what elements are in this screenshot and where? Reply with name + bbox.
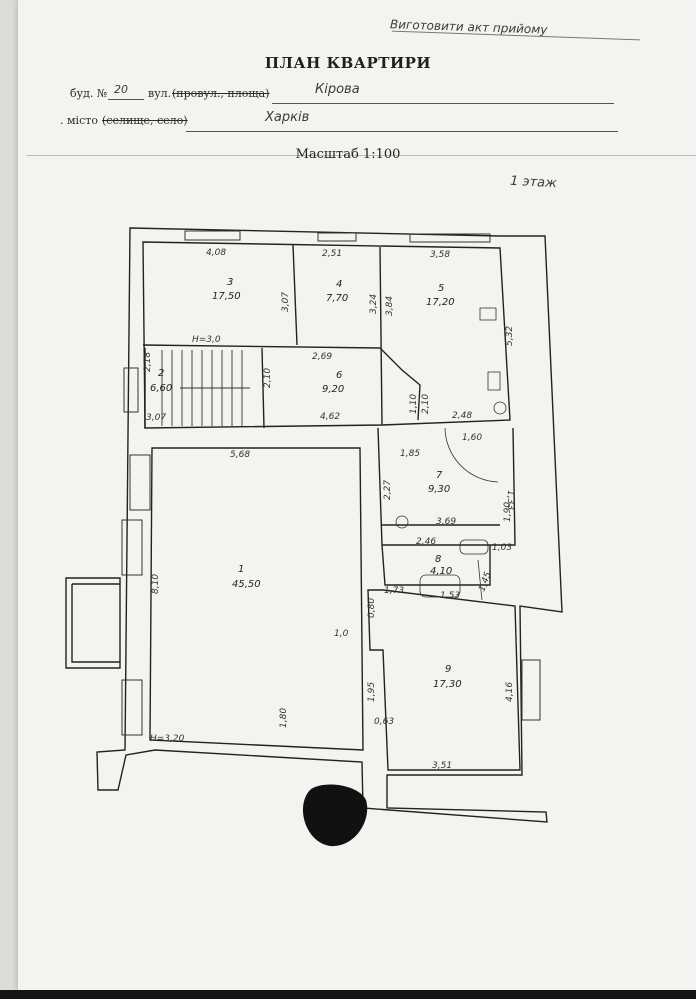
- dim-1-33: 1,33: [505, 490, 515, 510]
- room-8-number: 8: [435, 554, 441, 565]
- city-value: Харків: [265, 110, 310, 125]
- city-label: . місто: [60, 114, 98, 127]
- dim-4-08: 4,08: [206, 248, 226, 258]
- room-1-number: 1: [238, 564, 244, 575]
- bottom-dark-strip: [0, 990, 696, 999]
- dim-2-48: 2,48: [452, 411, 472, 421]
- dim-3-24: 3,24: [369, 294, 379, 314]
- dim-h-3-0: H=3,0: [192, 335, 221, 345]
- dim-1-45: 1,45: [477, 571, 493, 594]
- room-4-number: 4: [336, 279, 342, 290]
- header-separator: [26, 155, 696, 156]
- dim-1-90: 1,90: [503, 502, 513, 522]
- street-value: Кірова: [315, 82, 360, 97]
- bath-fixtures: [395, 307, 507, 601]
- dim-2-46: 2,46: [416, 537, 436, 547]
- room-2-area: 6,60: [150, 383, 172, 394]
- room-7-number: 7: [436, 470, 443, 481]
- plan-walls: [65, 227, 563, 823]
- room-7-area: 9,30: [428, 484, 450, 495]
- room-6-area: 9,20: [322, 384, 344, 395]
- dim-8-10: 8,10: [151, 574, 161, 594]
- dim-4-62: 4,62: [320, 412, 340, 422]
- dim-1-53: 1,53: [440, 591, 460, 601]
- dim-3-07-a: 3,07: [281, 292, 291, 312]
- room-5-number: 5: [438, 283, 444, 294]
- windows: [121, 230, 541, 736]
- street-underline: [272, 103, 614, 104]
- dim-3-51: 3,51: [432, 761, 452, 771]
- redaction-blot: [302, 784, 368, 847]
- dim-3-69: 3,69: [436, 517, 456, 527]
- dim-3-84: 3,84: [385, 296, 395, 316]
- dim-5-68: 5,68: [230, 450, 250, 460]
- dim-0-63: 0,63: [374, 717, 394, 727]
- dim-3-58: 3,58: [430, 250, 450, 260]
- room-1-area: 45,50: [232, 579, 261, 590]
- room-8-area: 4,10: [430, 566, 452, 577]
- dim-2-18: 2,18: [143, 352, 153, 372]
- street-label: вул.: [148, 87, 172, 100]
- dim-1-03: 1,03: [492, 543, 512, 553]
- dim-2-10-b: 2,10: [421, 394, 431, 414]
- dim-0-80: 0,80: [367, 598, 377, 618]
- dim-2-27: 2,27: [383, 480, 393, 500]
- dim-1-73: 1,73: [384, 586, 404, 596]
- room-9-area: 17,30: [433, 679, 462, 690]
- dim-h-3-20: H=3,20: [150, 734, 185, 744]
- city-underline: [186, 131, 618, 132]
- room-6-number: 6: [336, 370, 342, 381]
- scale-label: Масштаб 1:100: [295, 147, 401, 162]
- building-underline: [108, 99, 144, 100]
- room-4-area: 7,70: [326, 293, 348, 304]
- dim-1-85: 1,85: [400, 449, 420, 459]
- page-title: ПЛАН КВАРТИРИ: [264, 54, 432, 72]
- dim-1-10: 1,10: [409, 394, 419, 414]
- room-9-number: 9: [445, 664, 451, 675]
- room-3-number: 3: [227, 277, 233, 288]
- room-5-area: 17,20: [426, 297, 455, 308]
- street-struck-options: (провул., площа): [172, 87, 270, 100]
- staircase: [161, 350, 250, 426]
- dim-2-51: 2,51: [322, 249, 342, 259]
- dim-1-80: 1,80: [279, 708, 289, 728]
- dim-2-69: 2,69: [312, 352, 332, 362]
- building-number: 20: [114, 83, 128, 96]
- dim-3-07-b: 3,07: [146, 413, 166, 423]
- dim-1-95: 1,95: [367, 682, 377, 702]
- room-3-area: 17,50: [212, 291, 241, 302]
- dim-5-32: 5,32: [505, 326, 515, 346]
- building-label: буд. №: [70, 87, 108, 100]
- city-struck-options: (селище, село): [102, 114, 188, 127]
- dim-1-60: 1,60: [462, 433, 482, 443]
- dim-4-16: 4,16: [505, 682, 515, 702]
- dim-2-10-a: 2,10: [263, 368, 273, 388]
- room-2-number: 2: [158, 368, 164, 379]
- dim-1-0: 1,0: [334, 629, 349, 639]
